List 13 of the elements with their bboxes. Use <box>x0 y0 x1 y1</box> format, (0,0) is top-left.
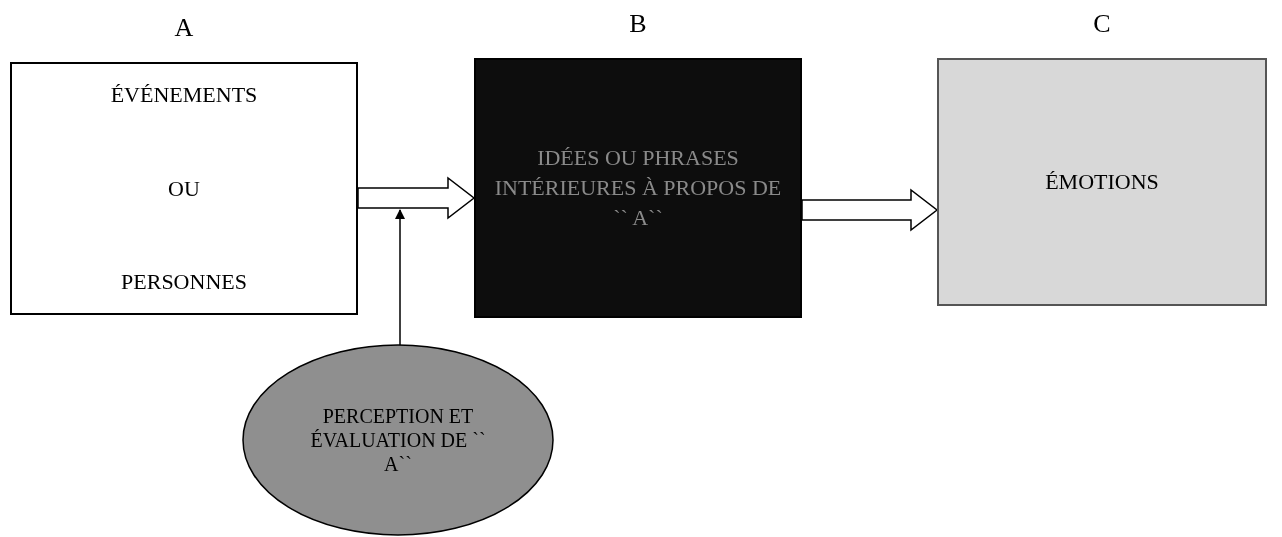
block-arrow <box>801 188 939 232</box>
ellipse-text: PERCEPTION ET ÉVALUATION DE `` A`` <box>309 404 487 476</box>
column-letter: C <box>1093 8 1111 40</box>
block-arrow <box>357 176 476 220</box>
box-text: PERSONNES <box>121 268 247 296</box>
box-text: IDÉES OU PHRASES INTÉRIEURES À PROPOS DE `` A`` <box>493 144 783 232</box>
column-letter: B <box>629 8 647 40</box>
arrow <box>395 209 405 346</box>
box-text: OU <box>168 174 200 203</box>
box-text: ÉMOTIONS <box>1045 168 1159 196</box>
box-text: ÉVÉNEMENTS <box>110 81 258 109</box>
column-letter: A <box>174 12 194 44</box>
ellipse <box>242 344 554 536</box>
